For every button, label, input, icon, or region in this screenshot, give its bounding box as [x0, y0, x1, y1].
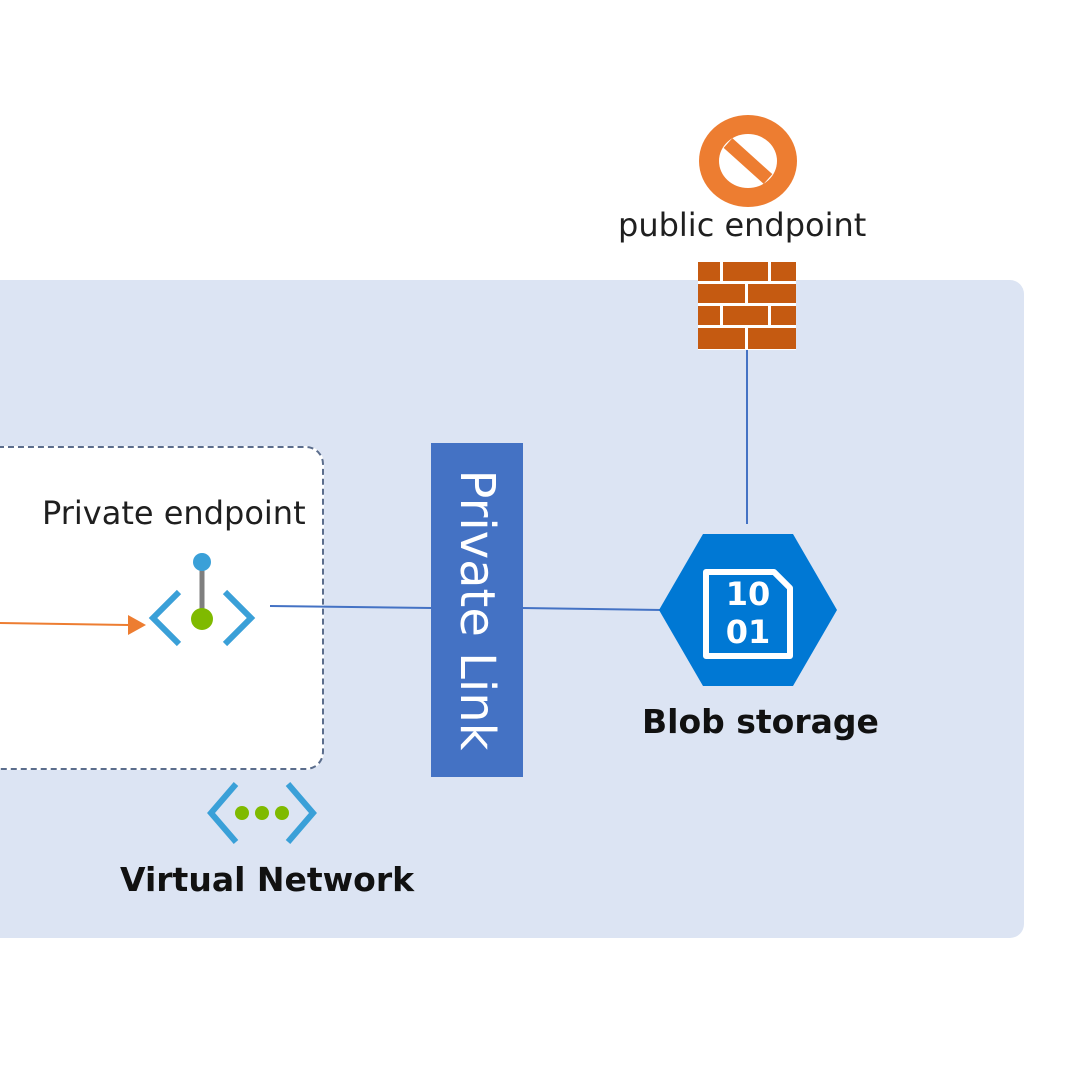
blob-storage-label: Blob storage: [642, 702, 879, 741]
blob-storage-hexagon-icon: 10 01: [659, 534, 837, 686]
private-link-bar: Private Link: [431, 443, 523, 777]
inbound-arrow-line: [0, 622, 131, 626]
inbound-arrow-head: [128, 615, 146, 635]
private-link-to-blob-connector: [521, 607, 663, 611]
private-endpoint-label: Private endpoint: [42, 494, 306, 532]
endpoint-to-private-link-connector: [269, 605, 433, 609]
firewall-brick-icon: [698, 261, 796, 350]
no-entry-icon: [699, 115, 797, 207]
virtual-network-label: Virtual Network: [120, 860, 415, 899]
blob-glyph-line2: 01: [726, 613, 771, 651]
blob-glyph-line1: 10: [726, 575, 771, 613]
private-link-label: Private Link: [449, 469, 505, 751]
public-endpoint-label: public endpoint: [618, 206, 867, 244]
virtual-network-icon: [207, 782, 317, 844]
private-endpoint-icon: [148, 553, 256, 647]
